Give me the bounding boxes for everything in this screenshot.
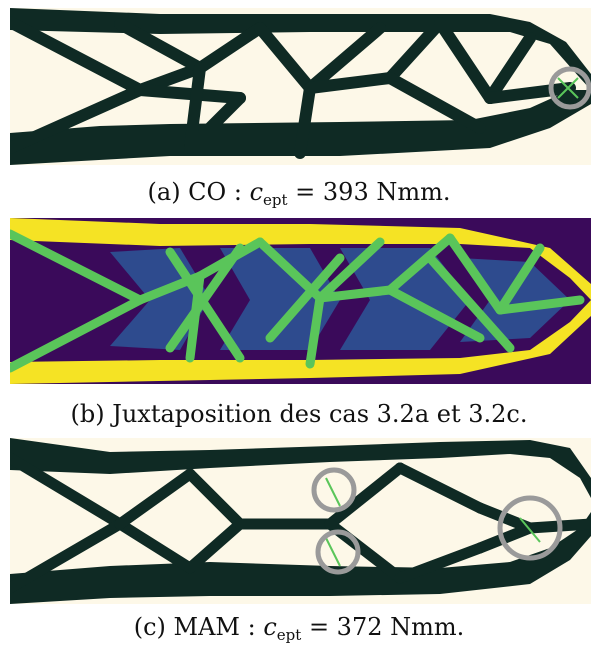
mam-marker-circle-3 [497, 495, 563, 561]
caption-a-prefix: (a) CO : [147, 178, 250, 206]
caption-a-eq: = 393 Nmm. [287, 178, 451, 206]
caption-a-sub: ept [263, 191, 288, 209]
co-marker-circle [548, 66, 591, 110]
topology-co-image [10, 8, 591, 165]
juxtaposition-image [10, 218, 591, 384]
mam-green-struts [325, 477, 541, 567]
caption-c: (c) MAM : cept = 372 Nmm. [0, 612, 598, 650]
juxta-yellow-shape [10, 218, 591, 384]
mam-structure [10, 438, 591, 604]
mam-marker-circles [311, 467, 563, 575]
mam-marker-circle-2 [315, 529, 361, 575]
caption-c-eq: = 372 Nmm. [301, 613, 465, 641]
caption-c-var: c [263, 613, 277, 641]
juxta-green-bars [10, 229, 585, 373]
caption-a-var: c [249, 178, 264, 206]
topology-co-svg [10, 8, 591, 165]
caption-a: (a) CO : cept = 393 Nmm. [0, 177, 598, 215]
co-green-struts [557, 77, 579, 99]
mam-marker-circle-1 [311, 467, 357, 513]
caption-c-sub: ept [276, 626, 302, 644]
juxtaposition-svg [10, 218, 591, 384]
mam-bars [10, 452, 591, 594]
topology-mam-image [10, 438, 591, 604]
caption-b: (b) Juxtaposition des cas 3.2a et 3.2c. [0, 399, 598, 429]
caption-c-prefix: (c) MAM : [133, 613, 264, 641]
co-bars [10, 16, 576, 159]
caption-b-text: (b) Juxtaposition des cas 3.2a et 3.2c. [70, 400, 528, 428]
topology-mam-svg [10, 438, 591, 604]
